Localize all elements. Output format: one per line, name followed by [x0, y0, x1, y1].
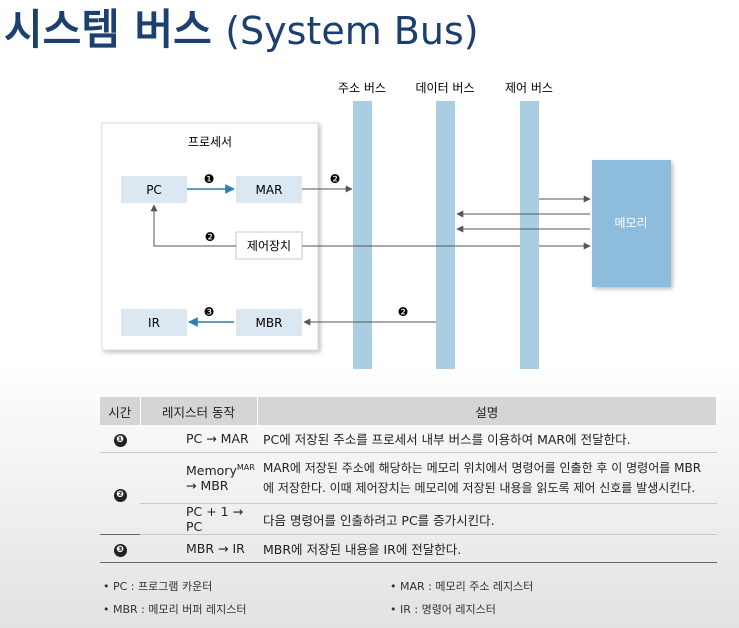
desc-line1: MAR에 저장된 주소에 해당하는 메모리 위치에서 명령어를 인출한 후 이 …: [263, 461, 702, 475]
step-1-marker: ❶: [204, 172, 215, 186]
mbr-register: [236, 309, 302, 336]
table-row: ❶ PC → MAR PC에 저장된 주소를 프로세서 내부 버스를 이용하여 …: [100, 425, 717, 453]
page-title: 시스템 버스 (System Bus): [4, 0, 479, 57]
processor-label: 프로세서: [188, 135, 232, 149]
op-line2: → MBR: [186, 478, 229, 494]
ir-label: IR: [148, 316, 160, 330]
mbr-label: MBR: [256, 316, 283, 330]
header-description: 설명: [257, 397, 717, 425]
note-mar: • MAR : 메모리 주소 레지스터: [390, 580, 534, 593]
desc-line2: 에 저장한다. 이때 제어장치는 메모리에 저장된 내용을 읽도록 제어 신호를…: [263, 481, 696, 495]
step-2-marker-control: ❷: [205, 230, 216, 244]
op-cell: MemoryMAR → MBR: [140, 452, 257, 504]
control-unit: [235, 231, 303, 260]
address-bus-label: 주소 버스: [338, 81, 386, 95]
desc-cell: PC에 저장된 주소를 프로세서 내부 버스를 이용하여 MAR에 전달한다.: [257, 425, 717, 453]
mar-label: MAR: [256, 183, 283, 197]
step-2-marker-address: ❷: [330, 172, 341, 186]
control-bus: [520, 101, 539, 369]
title-english: (System Bus): [225, 9, 479, 53]
step-3-marker: ❸: [204, 305, 215, 319]
pc-register: [121, 176, 187, 203]
title-korean: 시스템 버스: [4, 5, 212, 54]
memory-box: [592, 160, 671, 287]
note-ir: • IR : 명령어 레지스터: [390, 603, 496, 616]
step-cell: ❸: [100, 534, 140, 563]
register-operation-table: 시간 레지스터 동작 설명 ❶ PC → MAR PC에 저장된 주소를 프로세…: [100, 397, 717, 563]
desc-cell: MBR에 저장된 내용을 IR에 전달한다.: [257, 534, 717, 563]
step-2-marker-data: ❷: [398, 305, 409, 319]
control-unit-label: 제어장치: [247, 239, 291, 253]
data-bus: [436, 101, 455, 369]
memory-label: 메모리: [614, 216, 647, 230]
step-cell: ❶: [100, 425, 140, 453]
step-badge: ❸: [113, 544, 127, 557]
ir-register: [121, 309, 187, 336]
arrow-control-to-pc: [150, 204, 236, 247]
data-bus-label: 데이터 버스: [415, 81, 474, 95]
table-header-row: 시간 레지스터 동작 설명: [100, 397, 717, 425]
op-main: Memory: [186, 463, 237, 479]
table-row: PC + 1 → PC 다음 명령어를 인출하려고 PC를 증가시킨다.: [100, 503, 717, 535]
control-bus-label: 제어 버스: [505, 81, 553, 95]
desc-cell: MAR에 저장된 주소에 해당하는 메모리 위치에서 명령어를 인출한 후 이 …: [257, 452, 717, 504]
note-pc: • PC : 프로그램 카운터: [103, 580, 213, 593]
op-cell: PC + 1 → PC: [140, 503, 257, 535]
op-cell: PC → MAR: [140, 425, 257, 453]
header-time: 시간: [100, 397, 141, 425]
desc-cell: 다음 명령어를 인출하려고 PC를 증가시킨다.: [257, 503, 717, 535]
op-superscript: MAR: [236, 462, 255, 472]
table-row: ❷ MemoryMAR → MBR MAR에 저장된 주소에 해당하는 메모리 …: [100, 452, 717, 535]
table-row: ❸ MBR → IR MBR에 저장된 내용을 IR에 전달한다.: [100, 534, 717, 563]
op-cell: MBR → IR: [140, 534, 257, 563]
step-cell: ❷: [100, 452, 140, 535]
header-register: 레지스터 동작: [140, 397, 258, 425]
system-bus-diagram: 프로세서 주소 버스 데이터 버스 제어 버스 PC MAR 제어장치 IR M…: [101, 81, 671, 369]
step-badge: ❷: [113, 489, 127, 502]
mar-register: [236, 176, 302, 203]
pc-label: PC: [146, 183, 162, 197]
step-badge: ❶: [113, 434, 127, 447]
address-bus: [353, 101, 372, 369]
note-mbr: • MBR : 메모리 버퍼 레지스터: [103, 603, 247, 616]
